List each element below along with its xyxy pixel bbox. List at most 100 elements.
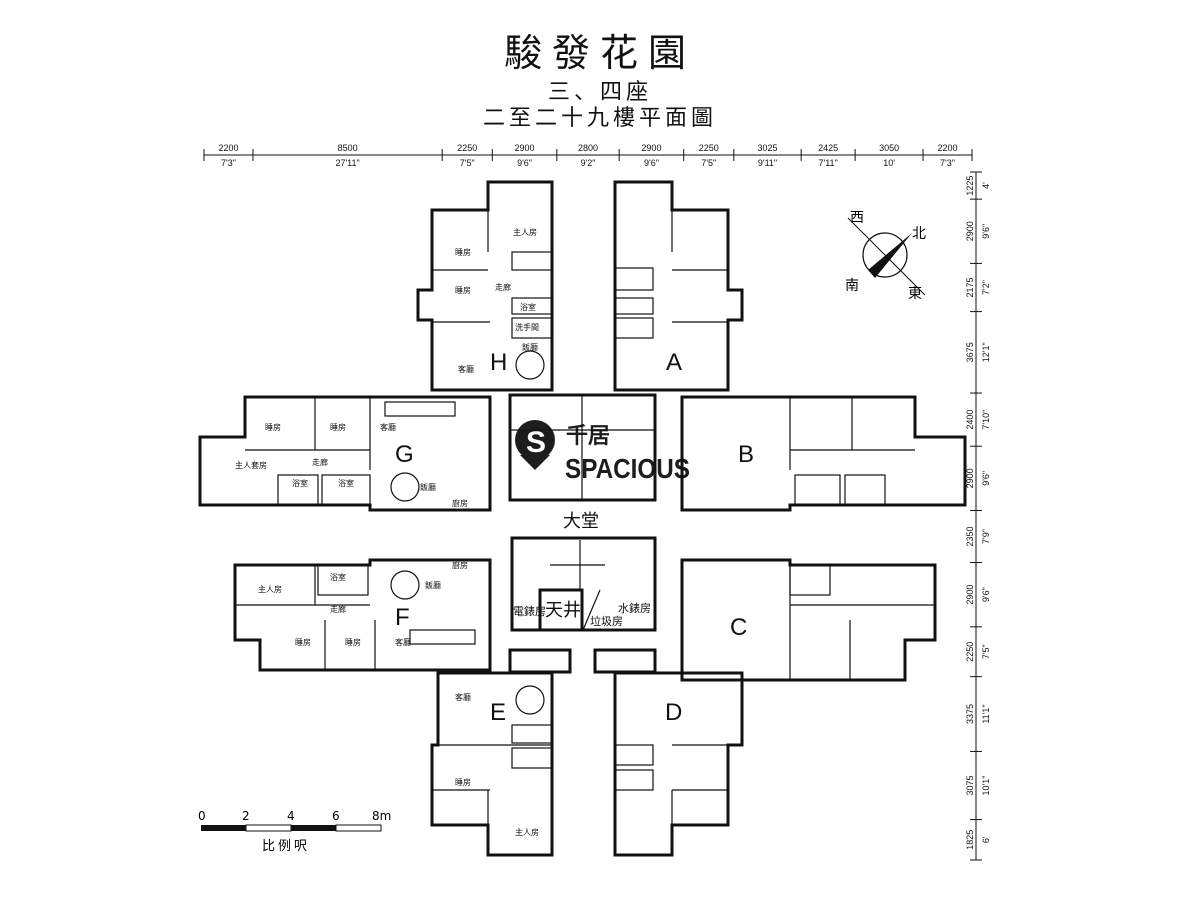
unit-label-b: B [738,441,754,468]
room-label: 主人房 [515,827,539,837]
right-dimension-line: 1225 4' 2900 9'6" 2175 7'2" 3675 12'1" 2400 7'10"… [965,171,991,861]
dimension-mm: 1225 [965,176,975,196]
room-label: 睡房 [345,637,361,647]
dimension-mm: 2425 [818,143,838,153]
dimension-ft: 12'1" [981,342,991,362]
dimension-mm: 1825 [965,830,975,850]
scale-bar: 0 2 4 6 8m 比例呎 [198,809,391,854]
dimension-ft: 27'11" [335,158,359,168]
compass-south: 南 [845,278,859,294]
room-label: 客廳 [395,637,411,647]
room-label: 走廊 [495,282,511,292]
room-label: 飯廳 [522,342,538,352]
dimension-ft: 7'2" [981,280,991,295]
dimension-ft: 7'10" [981,410,991,430]
electric-meter-room-label: 電錶房 [513,605,546,618]
unit-h: 主人房 睡房 睡房 走廊 浴室 洗手間 飯廳 客廳 H [416,180,554,392]
unit-label-c: C [730,614,747,641]
scale-tick: 2 [242,809,250,823]
dimension-mm: 2800 [578,143,598,153]
dimension-mm: 2175 [965,277,975,297]
compass-icon: 西 北 南 東 [845,210,926,302]
dimension-ft: 9'6" [981,471,991,486]
room-label: 飯廳 [425,580,441,590]
building-title: 駿發花園 [503,31,696,75]
dimension-mm: 2200 [218,143,238,153]
watermark-logo: S 千居 SPACIOUS [515,420,690,484]
unit-b: B [680,395,967,512]
compass-west: 西 [850,210,864,226]
unit-a: A [613,180,744,392]
room-label: 廚房 [452,498,468,508]
dimension-ft: 7'3" [221,158,236,168]
dimension-mm: 3375 [965,704,975,724]
dimension-mm: 3025 [757,143,777,153]
dimension-mm: 2350 [965,526,975,546]
dimension-ft: 9'6" [981,224,991,239]
watermark-chinese: 千居 [566,424,610,449]
dimension-ft: 7'9" [981,529,991,544]
room-label: 睡房 [330,422,346,432]
dimension-ft: 7'11" [819,158,838,168]
room-label: 客廳 [455,692,471,702]
dimension-mm: 2900 [515,143,535,153]
compass-east: 東 [908,286,922,302]
room-label: 客廳 [380,422,396,432]
compass-north: 北 [912,226,926,242]
dimension-ft: 9'6" [644,158,659,168]
dimension-mm: 3675 [965,342,975,362]
room-label: 睡房 [455,777,471,787]
dimension-ft: 9'11" [758,158,777,168]
dimension-mm: 2400 [965,410,975,430]
floors-subtitle: 二至二十九樓平面圖 [482,106,717,131]
room-label: 睡房 [455,285,471,295]
block-subtitle: 三、四座 [547,80,652,105]
unit-c: C [680,558,937,682]
room-label: 飯廳 [420,482,436,492]
room-label: 睡房 [295,637,311,647]
dimension-ft: 4' [981,182,991,189]
dimension-mm: 2900 [965,221,975,241]
light-well-label: 天井 [545,600,581,621]
room-label: 主人套房 [235,460,267,470]
dimension-ft: 10' [883,158,895,168]
dimension-ft: 6' [981,836,991,843]
dimension-ft: 9'6" [517,158,532,168]
dimension-ft: 7'5" [981,644,991,659]
unit-g: 睡房 睡房 客廳 主人套房 走廊 浴室 浴室 飯廳 廚房 G [198,395,492,512]
dimension-mm: 2200 [937,143,957,153]
dimension-ft: 7'5" [460,158,475,168]
dimension-mm: 2250 [457,143,477,153]
unit-label-g: G [395,441,414,468]
room-label: 走廊 [330,604,346,614]
dimension-mm: 8500 [338,143,358,153]
unit-label-f: F [395,604,410,631]
water-meter-room-label: 水錶房 [618,602,651,615]
dimension-ft: 11'1" [981,704,991,723]
refuse-room-label: 垃圾房 [590,614,623,628]
core: 大堂 天井 電錶房 垃圾房 水錶房 [508,393,657,674]
scale-label: 比例呎 [262,839,310,854]
dimension-ft: 9'6" [981,587,991,602]
dimension-mm: 2900 [965,585,975,605]
dimension-mm: 3075 [965,775,975,795]
room-label: 主人房 [513,227,537,237]
dimension-mm: 2250 [699,143,719,153]
unit-e: 客廳 睡房 主人房 E [430,671,554,857]
room-label: 浴室 [338,478,354,488]
room-label: 洗手間 [515,322,539,332]
dimension-mm: 2250 [965,642,975,662]
unit-f: 主人房 浴室 走廊 睡房 睡房 客廳 飯廳 廚房 F [233,558,492,672]
scale-tick: 8m [372,809,391,823]
unit-label-h: H [490,349,507,376]
unit-label-a: A [666,349,682,376]
scale-tick: 0 [198,809,206,823]
scale-tick: 6 [332,809,340,823]
dimension-ft: 7'5" [701,158,716,168]
room-label: 客廳 [458,364,474,374]
room-label: 主人房 [258,584,282,594]
lobby-label: 大堂 [563,511,599,532]
room-label: 睡房 [455,247,471,257]
room-label: 走廊 [312,457,328,467]
